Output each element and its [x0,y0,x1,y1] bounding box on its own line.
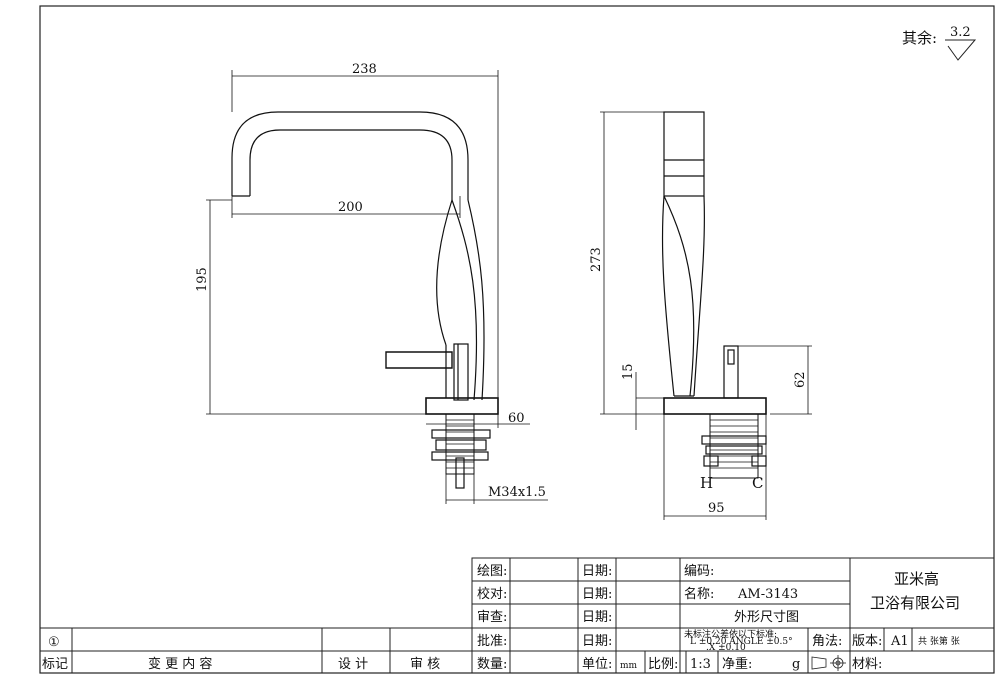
date-label-3: 日期: [582,610,612,625]
scale-label: 比例: [648,657,678,672]
rev-review-label: 审 核 [410,657,440,672]
tolerance-title: 未标注公差依以下标准: [684,628,777,640]
label-cold: C [752,474,763,492]
tolerance-line1: L ±0.20 ANGLE ±0.5° [690,637,793,647]
date-label-2: 日期: [582,587,612,602]
sheets-text: 共 张第 张 [918,635,960,647]
company-line2: 卫浴有限公司 [870,594,960,612]
weight-label: 净重: [722,656,752,672]
name-label: 名称: [684,586,714,602]
part-name: 外形尺寸图 [734,610,799,625]
dim-62: 62 [793,371,808,388]
projection-symbol-icon [811,655,846,671]
company-line1: 亚米高 [894,570,939,588]
review-label: 审查: [477,610,507,625]
dim-195: 195 [195,267,210,292]
unit-value: mm [620,661,638,671]
dim-95: 95 [708,501,725,516]
weight-unit: g [792,657,800,672]
qty-label: 数量: [477,657,507,672]
check-label: 校对: [477,586,507,602]
title-block-grid [39,557,995,674]
version-label: 版本: [852,634,882,649]
roughness-note: 其余: 3.2 [902,25,977,61]
approve-label: 批准: [477,634,507,649]
rev-design-label: 设 计 [338,657,368,672]
unit-label: 单位: [582,657,612,672]
dim-200: 200 [338,200,363,215]
roughness-value: 3.2 [950,25,971,40]
dim-238: 238 [352,62,377,77]
dim-thread: M34x1.5 [488,485,546,500]
date-label-4: 日期: [582,634,612,649]
rev-content-label: 变 更 内 容 [148,656,212,672]
rev-mark: ① [48,635,60,650]
dim-60: 60 [508,411,525,426]
code-label: 编码: [684,564,714,579]
tolerance-line2: .X ±0.10 [706,643,746,653]
date-label-1: 日期: [582,564,612,579]
part-number: AM-3143 [737,587,798,602]
side-view [600,111,812,520]
roughness-label: 其余: [902,29,937,47]
material-label: 材料: [852,657,882,672]
projection-label: 角法: [812,634,842,649]
version-value: A1 [890,634,909,649]
scale-value: 1:3 [690,657,711,672]
front-view [206,70,548,504]
drawing-label: 绘图: [477,564,507,579]
rev-label: 标记 [42,657,68,672]
dim-273: 273 [589,247,604,272]
dim-15: 15 [621,363,636,380]
title-block: 绘图: 校对: 审查: 批准: 数量: 日期: 日期: 日期: 日期: 编码: … [42,564,960,672]
label-hot: H [700,474,713,492]
